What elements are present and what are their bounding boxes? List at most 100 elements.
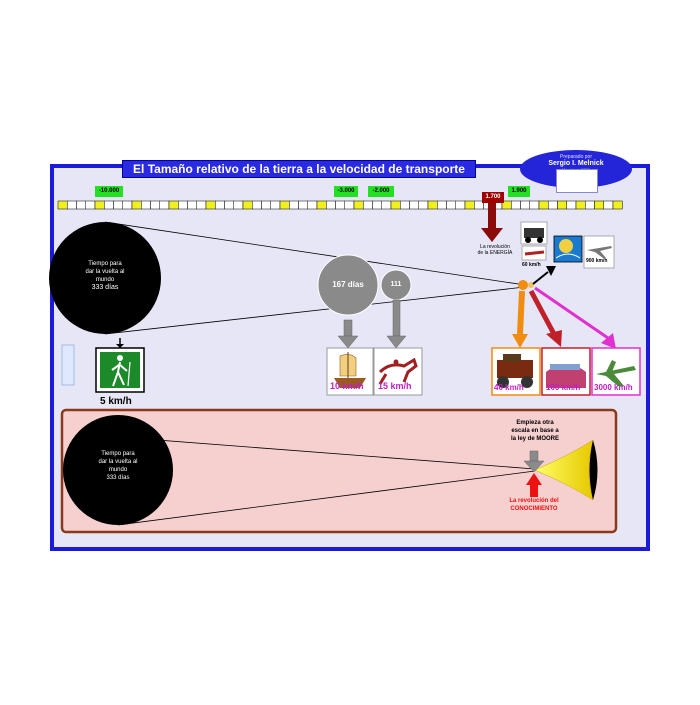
timeline-segment <box>150 200 160 210</box>
globe-poster-image <box>553 235 583 263</box>
circle-line-4: 333 días <box>91 284 119 291</box>
timeline-segment <box>233 200 244 210</box>
circle-line-2: dar la vuelta al <box>85 269 125 275</box>
knowledge-funnel-bottom <box>117 470 536 526</box>
moore-horn <box>534 439 594 501</box>
moore-line-2: escala en base a <box>511 428 559 434</box>
timeline-segment <box>353 200 364 210</box>
timeline-segment <box>67 200 77 210</box>
timeline-segment <box>612 200 623 210</box>
plane-small-image <box>583 235 615 269</box>
timeline-label-2000: -2.000 <box>368 186 394 197</box>
timeline-segment <box>242 200 253 210</box>
timeline-label-1900: 1.900 <box>508 186 530 197</box>
timeline-segment <box>289 200 299 210</box>
timeline-segment <box>94 200 105 210</box>
earth-circle-111-text: 111 <box>390 281 402 288</box>
timeline-segment <box>335 200 345 210</box>
moore-label: Empieza otra escala en base a la ley de … <box>500 419 570 443</box>
energy-revolution-label: La revolución de la ENERGÍA <box>470 244 520 256</box>
motor-small-image <box>521 245 547 261</box>
k-circle-line-4: 333 días <box>106 475 130 481</box>
timeline-segment <box>205 200 216 210</box>
timeline-segment <box>437 200 447 210</box>
knowledge-arrow-head <box>526 473 542 485</box>
speed-ship: 10 km/h <box>330 381 364 391</box>
timeline-segment <box>400 200 410 210</box>
timeline-segment <box>566 200 577 210</box>
timeline-segment <box>122 200 133 210</box>
timeline-segment <box>409 200 419 210</box>
speed-plane-small: 900 km/h <box>586 258 608 264</box>
funnel-line-bottom <box>104 286 526 335</box>
circle-line-3: mundo <box>95 277 115 283</box>
horse-arrow-head <box>386 335 407 349</box>
horse-arrow-shaft <box>392 299 401 337</box>
timeline-segment <box>511 200 521 210</box>
timeline-label-10000: -10.000 <box>95 186 123 197</box>
moore-horn-mouth <box>589 440 598 500</box>
timeline-segment <box>594 200 604 210</box>
timeline-segment <box>529 200 540 210</box>
energy-line-2: de la ENERGÍA <box>477 250 513 256</box>
timeline-segment <box>76 200 86 210</box>
knowledge-line-1: La revolución del <box>509 498 559 504</box>
car-small-image <box>520 221 548 245</box>
timeline-segment <box>557 200 567 210</box>
timeline-segment <box>159 200 170 210</box>
horse-image <box>373 347 423 396</box>
timeline-segment <box>178 200 188 210</box>
earth-circle-large <box>49 222 161 334</box>
page-title: El Tamaño relativo de la tierra a la vel… <box>122 160 476 178</box>
timeline-segment <box>575 200 586 210</box>
k-circle-line-3: mundo <box>108 467 128 473</box>
speed-car-small: 60 km/h <box>522 262 541 268</box>
timeline-ruler <box>57 200 623 210</box>
circle-line-1: Tiempo para <box>88 261 122 267</box>
timeline-segment <box>446 200 456 210</box>
train-image <box>541 347 591 396</box>
earth-circle-large-text: Tiempo para dar la vuelta al mundo 333 d… <box>65 260 145 292</box>
timeline-segment <box>326 200 336 210</box>
funnel-line-top <box>104 221 526 286</box>
author-name: Sergio I. Melnick <box>548 160 604 167</box>
timeline-segment <box>427 200 438 210</box>
knowledge-arrow-shaft <box>530 485 538 497</box>
timeline-segment <box>279 200 290 210</box>
k-circle-line-1: Tiempo para <box>101 451 135 457</box>
timeline-segment <box>187 200 197 210</box>
timeline-segment <box>298 200 308 210</box>
timeline-label-1700: 1.700 <box>482 192 504 203</box>
knowledge-revolution-label: La revolución del CONOCIMIENTO <box>494 497 574 513</box>
moore-line-1: Empieza otra <box>516 420 554 426</box>
k-circle-line-2: dar la vuelta al <box>98 459 138 465</box>
timeline-segment <box>603 200 614 210</box>
jet-image <box>591 347 641 396</box>
timeline-label-3000: -3.000 <box>334 186 358 197</box>
timeline-segment <box>261 200 271 210</box>
jet-arrow-head <box>601 333 616 349</box>
timeline-segment <box>57 200 68 210</box>
side-sticker <box>61 344 75 386</box>
speed-car: 40 km/h <box>494 383 524 392</box>
car-arrow-shaft <box>517 290 525 335</box>
moore-line-3: la ley de MOORE <box>510 436 559 442</box>
author-card <box>556 169 598 193</box>
timeline-segment <box>307 200 318 210</box>
timeline-segment <box>141 200 151 210</box>
ship-arrow-head <box>337 335 359 349</box>
walker-arrow-head <box>116 344 124 348</box>
energy-line-1: La revolución <box>480 244 510 250</box>
ship-image <box>326 347 374 396</box>
speed-horse: 15 km/h <box>378 381 412 391</box>
ship-arrow-shaft <box>343 319 353 337</box>
prepared-by-label: Preparado por <box>560 154 592 160</box>
timeline-segment <box>104 200 114 210</box>
timeline-segment <box>363 200 373 210</box>
walker-icon <box>95 347 145 393</box>
timeline-segment <box>270 200 281 210</box>
timeline-segment <box>455 200 466 210</box>
timeline-segment <box>520 200 530 210</box>
